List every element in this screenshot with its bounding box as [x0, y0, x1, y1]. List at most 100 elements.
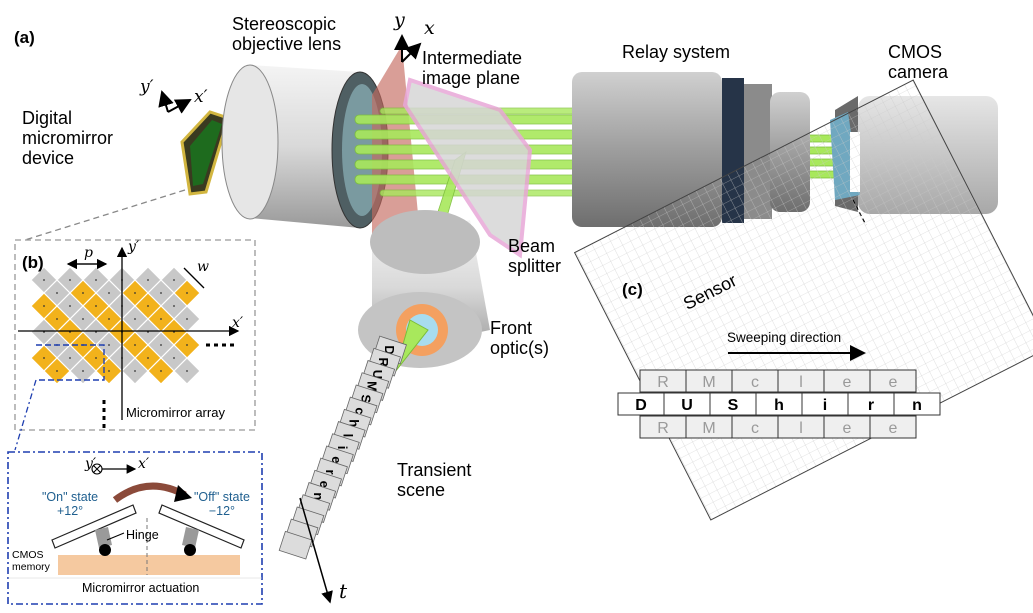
mirror-center-dot: [134, 318, 136, 320]
scene-letter: S: [358, 394, 373, 403]
sensor-letter: M: [702, 420, 715, 437]
array-xprime-label: x′: [232, 315, 244, 331]
mirror-center-dot: [108, 370, 110, 372]
sensor-letter: e: [843, 420, 852, 437]
pitch-p-label: p: [84, 245, 93, 261]
array-yprime-label: y′: [128, 239, 140, 255]
sensor-letter: l: [799, 420, 803, 437]
mirror-center-dot: [95, 279, 97, 281]
sensor-letter: r: [868, 397, 874, 414]
sensor-cell: [869, 369, 917, 393]
sensor-letter: e: [889, 374, 898, 391]
cmos-memory-block: [58, 555, 240, 575]
sensor-cell: [869, 415, 917, 439]
mirror-center-dot: [108, 318, 110, 320]
sensor-letter: S: [728, 397, 739, 414]
sensor-letter: i: [823, 397, 827, 414]
sensor-letter: D: [635, 397, 647, 414]
sensor-cell: [893, 392, 941, 416]
mirror-center-dot: [160, 370, 162, 372]
mirror-center-dot: [69, 357, 71, 359]
axis-xprime-label: x′: [194, 87, 208, 107]
scene-letter: U: [370, 370, 385, 379]
mirror-center-dot: [134, 344, 136, 346]
mirror-center-dot: [186, 370, 188, 372]
axis-y-label: y: [394, 9, 405, 31]
scene-letter: M: [364, 381, 379, 392]
mirror-center-dot: [82, 318, 84, 320]
scene-letter: e: [317, 481, 332, 488]
mirror-center-dot: [186, 344, 188, 346]
micromirror-array-label: Micromirror array: [126, 405, 225, 420]
mirror-center-dot: [147, 279, 149, 281]
sensor-letter: e: [843, 374, 852, 391]
sensor-letter: l: [799, 374, 803, 391]
on-state-label: "On" state +12°: [42, 490, 99, 518]
axis-x-label: x: [424, 17, 435, 39]
cmos-camera-label: CMOS camera: [888, 42, 949, 83]
array-axes: [18, 246, 240, 420]
hinge-label: Hinge: [126, 528, 159, 542]
cmos-memory-label: CMOS memory: [12, 549, 50, 573]
panel-label-c: (c): [622, 280, 643, 299]
panel-label-a: (a): [14, 28, 35, 47]
mirror-center-dot: [160, 344, 162, 346]
mirror-center-dot: [69, 279, 71, 281]
mirror-center-dot: [95, 357, 97, 359]
mirror-center-dot: [56, 370, 58, 372]
intermediate-plane-label: Intermediate image plane: [422, 48, 523, 89]
actuation-inset-frame: [7, 451, 263, 605]
mirror-center-dot: [56, 318, 58, 320]
width-w-label: w: [197, 259, 209, 275]
sensor-letter: R: [657, 374, 669, 391]
inset-xprime-label: x′: [138, 456, 150, 472]
actuation-label: Micromirror actuation: [82, 581, 200, 595]
mirror-center-dot: [173, 279, 175, 281]
scene-frame: [278, 530, 313, 560]
beam-splitter: [402, 77, 533, 259]
zoom-line: [24, 189, 186, 241]
front-optic: [358, 210, 490, 373]
sensor-letter: n: [912, 397, 922, 414]
mirror-center-dot: [134, 292, 136, 294]
mirror-on: [51, 504, 137, 556]
sensor-letter: c: [751, 374, 759, 391]
mirror-off: [158, 504, 245, 556]
mirror-center-dot: [82, 370, 84, 372]
scene-letter: R: [376, 358, 391, 368]
xy-axes: [158, 34, 422, 114]
scene-letter: D: [382, 345, 397, 354]
front-optic-label: Front optic(s): [490, 318, 550, 359]
scene-letter: c: [353, 407, 368, 414]
mirror-center-dot: [82, 292, 84, 294]
mirror-center-dot: [95, 305, 97, 307]
scene-letter: e: [329, 456, 344, 463]
sensor-letter: e: [889, 420, 898, 437]
mirror-center-dot: [147, 305, 149, 307]
micromirror-array: [30, 266, 201, 385]
mirror-center-dot: [69, 305, 71, 307]
scene-letter: i: [335, 446, 350, 450]
sensor-letter: h: [774, 397, 784, 414]
mirror-center-dot: [147, 357, 149, 359]
transient-scene-label: Transient scene: [397, 460, 472, 501]
mirror-center-dot: [43, 357, 45, 359]
axis-yprime-label: y′: [140, 77, 154, 97]
time-axis-label: t: [339, 579, 348, 603]
time-axis: [299, 497, 333, 604]
dmd-device: [180, 110, 230, 196]
mirror-center-dot: [108, 344, 110, 346]
scene-letter: h: [347, 419, 362, 427]
mirror-center-dot: [186, 292, 188, 294]
mirror-center-dot: [43, 305, 45, 307]
mirror-center-dot: [173, 357, 175, 359]
dmd-label: Digital micromirror device: [22, 108, 113, 169]
mirror-center-dot: [160, 318, 162, 320]
sensor-letter: U: [681, 397, 693, 414]
sweeping-direction-label: Sweeping direction: [727, 330, 842, 345]
relay-system-label: Relay system: [622, 42, 731, 62]
continuation-dots: [102, 343, 236, 432]
